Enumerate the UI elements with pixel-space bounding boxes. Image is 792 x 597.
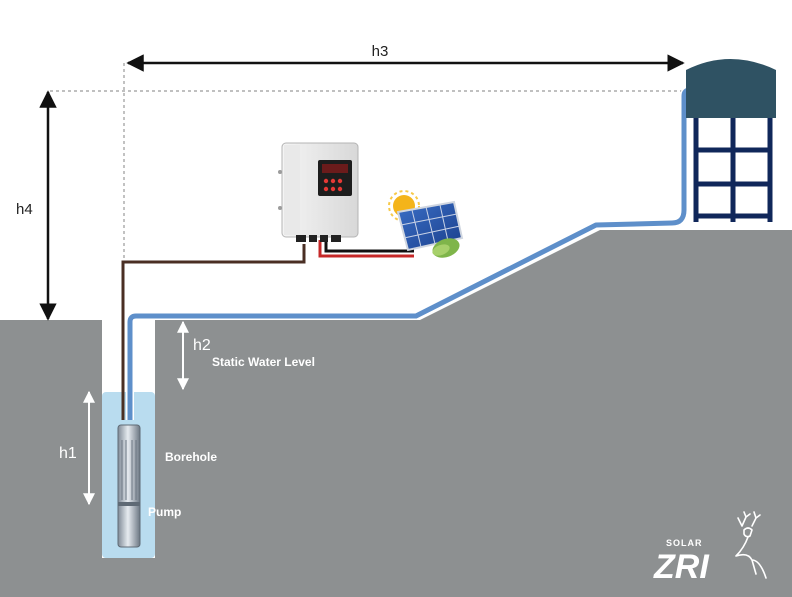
water-tower-frame xyxy=(693,118,773,222)
h4-label: h4 xyxy=(16,201,33,218)
static-water-level-label: Static Water Level xyxy=(212,355,315,369)
water-pipe-inner xyxy=(127,87,691,420)
deer-icon xyxy=(735,511,767,579)
controller-screen xyxy=(322,164,348,173)
company-logo: SOLAR ZRI xyxy=(653,511,767,586)
pump-label: Pump xyxy=(148,505,181,519)
pump-controller xyxy=(278,142,359,242)
leaf-icon xyxy=(432,238,460,258)
pump-cable xyxy=(121,244,306,420)
logo-small-text: SOLAR xyxy=(666,538,703,548)
solar-cable-black xyxy=(324,240,414,253)
ground xyxy=(0,230,792,597)
submersible-pump xyxy=(117,424,141,548)
solar-cable-red xyxy=(318,240,414,258)
borehole-label: Borehole xyxy=(165,450,217,464)
solar-panel xyxy=(396,200,464,252)
h1-label: h1 xyxy=(59,445,77,462)
logo-big-text: ZRI xyxy=(653,548,710,586)
water-tank xyxy=(686,59,776,118)
h3-label: h3 xyxy=(372,43,389,60)
h2-label: h2 xyxy=(193,337,211,354)
